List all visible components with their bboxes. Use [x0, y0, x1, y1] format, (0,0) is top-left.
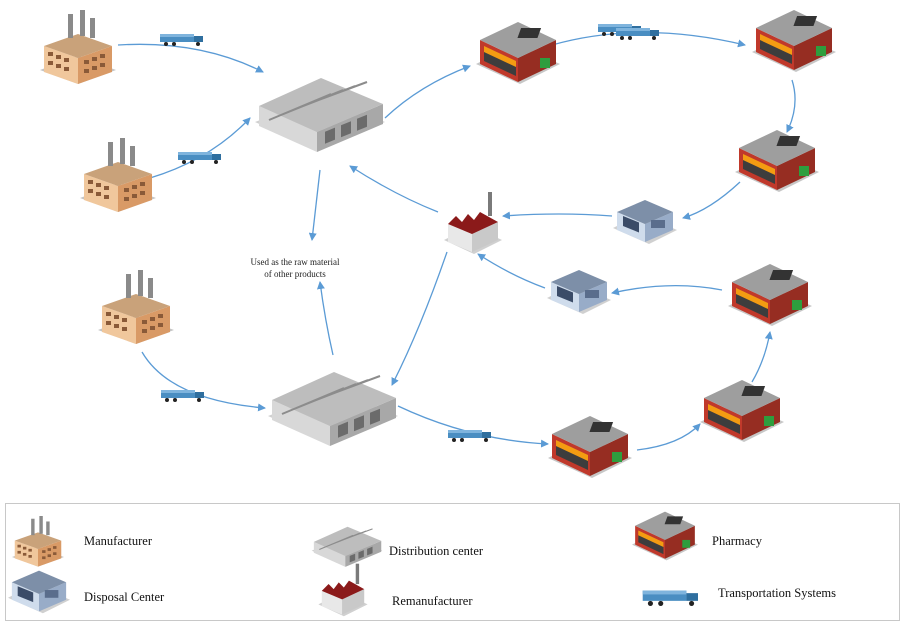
annotation-line-1: Used as the raw material — [250, 257, 340, 267]
truck-icon — [160, 34, 203, 46]
distribution-center-2 — [267, 371, 399, 447]
distribution-center-1 — [254, 77, 386, 153]
disposal-center-2 — [547, 270, 611, 314]
arrow-pharmacy3-to-disposal1 — [682, 181, 741, 220]
manufacturer-icon — [12, 516, 64, 567]
arrow-mfr1-to-dc1 — [117, 43, 264, 73]
pharmacy-2 — [752, 10, 836, 72]
disposal-center-icon — [8, 570, 70, 614]
truck-icon — [616, 28, 659, 40]
legend-pharmacy: Pharmacy — [712, 534, 762, 548]
arrow-mfr3-to-dc2 — [141, 351, 266, 412]
legend-disposal-center: Disposal Center — [84, 590, 165, 604]
distribution-center-icon — [311, 526, 383, 568]
legend-manufacturer: Manufacturer — [84, 534, 153, 548]
arrow-dc2-to-pharmacy4 — [397, 405, 549, 448]
arrow-disposal1-to-reman — [502, 211, 613, 220]
annotation-line-2: of other products — [264, 269, 326, 279]
arrow-reman-to-dc2 — [391, 251, 448, 386]
manufacturer-2 — [80, 138, 156, 212]
legend-transportation: Transportation Systems — [718, 586, 836, 600]
arrow-pharmacy5-to-pharmacy6 — [751, 331, 773, 383]
pharmacy-icon — [632, 511, 698, 561]
transportation-icon — [642, 590, 698, 606]
remanufacturer-icon — [318, 563, 368, 617]
raw-material-annotation: Used as the raw material of other produc… — [230, 256, 360, 280]
pharmacy-1 — [476, 22, 560, 84]
arrow-dc2-to-rawmaterial — [316, 281, 334, 356]
pharmacy-5 — [700, 380, 784, 442]
arrow-dc1-to-rawmaterial — [308, 169, 321, 241]
arrow-pharmacy6-to-disposal2 — [611, 285, 723, 296]
manufacturer-3 — [98, 270, 174, 344]
arrow-pharmacy2-to-pharmacy3 — [786, 79, 796, 133]
disposal-center-1 — [613, 200, 677, 244]
legend-distribution-center: Distribution center — [389, 544, 484, 558]
arrow-dc1-to-pharmacy1 — [384, 64, 471, 119]
manufacturer-1 — [40, 10, 116, 84]
arrow-pharmacy4-to-pharmacy5 — [636, 423, 701, 451]
pharmacy-6 — [728, 264, 812, 326]
legend-remanufacturer: Remanufacturer — [392, 594, 473, 608]
arrow-disposal2-to-reman — [477, 253, 546, 289]
arrow-mfr2-to-dc1 — [149, 117, 251, 179]
pharmacy-3 — [735, 130, 819, 192]
remanufacturer — [444, 192, 502, 254]
pharmacy-4 — [548, 416, 632, 478]
truck-icon — [448, 430, 491, 442]
truck-icon — [178, 152, 221, 164]
arrow-reman-to-dc1 — [349, 165, 439, 213]
truck-icon — [161, 390, 204, 402]
legend: Manufacturer Disposal Center Distributio… — [5, 503, 900, 621]
